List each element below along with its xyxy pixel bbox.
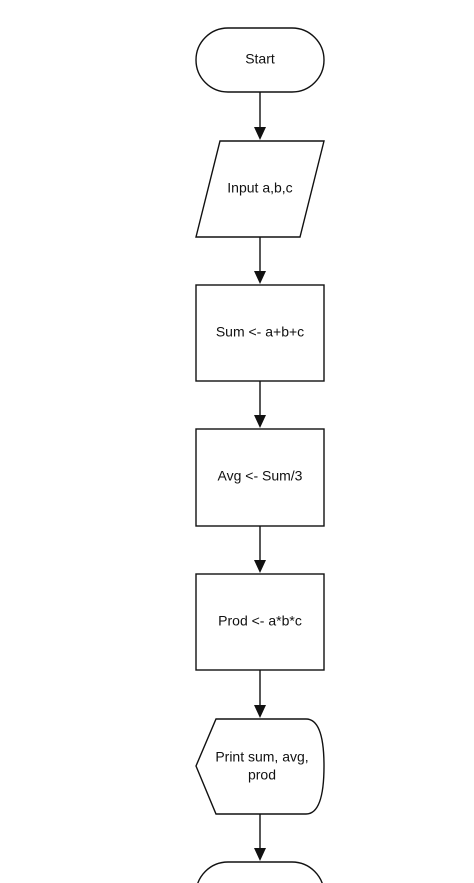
end-node xyxy=(197,861,323,883)
start-label: Start xyxy=(245,51,275,67)
arrow-prod-to-print xyxy=(254,670,266,718)
arrow-avg-to-prod xyxy=(254,526,266,573)
avg-label: Avg <- Sum/3 xyxy=(218,468,303,484)
avg-process-shape xyxy=(195,428,325,527)
prod-label: Prod <- a*b*c xyxy=(218,613,302,629)
arrow-print-to-end xyxy=(254,814,266,861)
arrow-sum-to-avg xyxy=(254,381,266,428)
start-terminator-shape xyxy=(195,27,325,93)
start-node: Start xyxy=(195,27,325,93)
arrow-start-to-input xyxy=(254,92,266,140)
print-label-line-1: Print sum, avg, xyxy=(215,749,308,765)
input-node: Input a,b,c xyxy=(195,140,325,238)
print-display-shape xyxy=(195,718,325,815)
print-node: Print sum, avg, prod xyxy=(195,718,325,815)
print-label-line-2: prod xyxy=(248,767,276,783)
sum-label: Sum <- a+b+c xyxy=(216,324,304,340)
input-parallelogram-shape xyxy=(195,140,325,238)
sum-process-shape xyxy=(195,284,325,382)
input-label: Input a,b,c xyxy=(227,180,292,196)
connectors xyxy=(254,92,266,861)
avg-node: Avg <- Sum/3 xyxy=(195,428,325,527)
prod-node: Prod <- a*b*c xyxy=(195,573,325,671)
arrow-input-to-sum xyxy=(254,237,266,284)
sum-node: Sum <- a+b+c xyxy=(195,284,325,382)
end-terminator-shape xyxy=(197,861,323,883)
prod-process-shape xyxy=(195,573,325,671)
